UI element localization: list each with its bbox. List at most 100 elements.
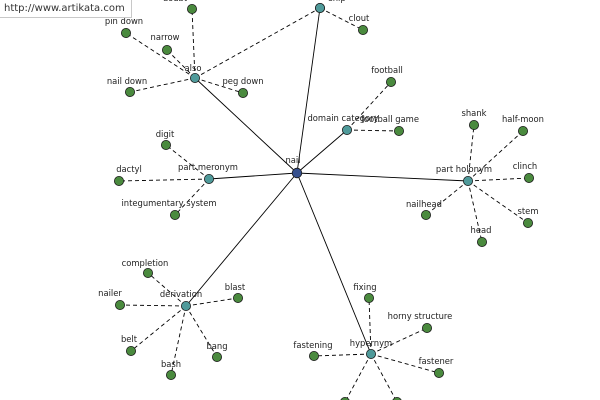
root-node-nail[interactable] xyxy=(291,167,303,179)
edge-also-ship xyxy=(194,7,321,79)
leaf-node-stem[interactable] xyxy=(523,217,534,228)
leaf-node-nail-down[interactable] xyxy=(125,87,136,98)
leaf-node-nailhead[interactable] xyxy=(420,209,431,220)
relation-node-branch-1[interactable] xyxy=(314,3,325,13)
leaf-node-bang[interactable] xyxy=(211,351,222,362)
leaf-node-pin-down[interactable] xyxy=(121,27,132,38)
edge-part-holonym-half-moon xyxy=(467,130,524,182)
leaf-node-fastening[interactable] xyxy=(308,350,319,361)
nodes-layer xyxy=(114,3,535,400)
edge-derivation-blast xyxy=(185,297,239,307)
leaf-label-shank: shank xyxy=(462,108,487,118)
leaf-node-doubt[interactable] xyxy=(186,4,197,14)
edge-nail-branch-1 xyxy=(296,7,321,174)
relation-label-part-meronym: part meronym xyxy=(178,162,238,172)
edge-nail-derivation xyxy=(185,172,298,307)
edge-derivation-nailer xyxy=(119,304,187,307)
leaf-label-doubt: doubt xyxy=(163,0,188,3)
edge-hypernym-leaf-6-4 xyxy=(345,353,372,400)
leaf-node-horny-structure[interactable] xyxy=(421,322,432,333)
relation-label-domain-category: domain category xyxy=(307,113,378,123)
relation-label-also: also xyxy=(185,63,202,73)
leaf-label-nailer: nailer xyxy=(98,288,122,298)
edge-part-holonym-nailhead xyxy=(425,180,469,216)
edge-also-doubt xyxy=(191,8,196,79)
leaf-node-clinch[interactable] xyxy=(524,172,535,183)
leaf-node-leaf-6-5[interactable] xyxy=(392,397,402,400)
leaf-node-leaf-6-4[interactable] xyxy=(340,397,350,400)
leaf-label-belt: belt xyxy=(121,334,138,344)
edge-hypernym-leaf-6-5 xyxy=(370,353,397,400)
leaf-label-nail-down: nail down xyxy=(107,76,147,86)
edge-derivation-completion xyxy=(147,272,187,307)
leaf-node-belt[interactable] xyxy=(126,345,137,356)
leaf-label-peg-down: peg down xyxy=(222,76,263,86)
leaf-node-head[interactable] xyxy=(476,236,487,247)
leaf-label-integumentary-system: integumentary system xyxy=(121,198,216,208)
edge-hypernym-fixing xyxy=(368,297,372,355)
leaf-label-nailhead: nailhead xyxy=(406,199,442,209)
edge-hypernym-fastener xyxy=(370,353,440,374)
site-url-watermark[interactable]: http://www.artikata.com xyxy=(0,0,132,18)
edge-hypernym-fastening xyxy=(313,353,372,357)
leaf-label-narrow: narrow xyxy=(151,32,180,42)
leaf-node-completion[interactable] xyxy=(142,267,153,278)
edge-also-peg-down xyxy=(194,77,244,94)
relation-label-hypernym: hypernym xyxy=(350,338,392,348)
leaf-label-completion: completion xyxy=(122,258,169,268)
edges-layer xyxy=(118,7,530,400)
edge-part-meronym-integumentary-system xyxy=(174,178,210,216)
edge-nail-part-meronym xyxy=(208,172,298,180)
leaf-node-fixing[interactable] xyxy=(363,292,374,303)
edge-nail-domain-category xyxy=(296,129,348,174)
leaf-node-clout[interactable] xyxy=(357,24,368,35)
edge-derivation-bang xyxy=(185,305,218,358)
edge-part-holonym-shank xyxy=(467,124,475,182)
leaf-node-shank[interactable] xyxy=(468,120,479,131)
leaf-node-half-moon[interactable] xyxy=(518,126,529,137)
leaf-node-digit[interactable] xyxy=(160,139,171,150)
edge-domain-category-football xyxy=(346,81,392,131)
leaf-node-dactyl[interactable] xyxy=(114,175,125,186)
leaf-node-football[interactable] xyxy=(385,77,396,88)
relation-node-domain-category[interactable] xyxy=(341,125,352,136)
leaf-node-fastener[interactable] xyxy=(433,367,444,378)
edge-hypernym-horny-structure xyxy=(370,327,428,355)
leaf-node-football-game[interactable] xyxy=(393,126,404,137)
leaf-node-peg-down[interactable] xyxy=(237,88,248,99)
leaf-node-nailer[interactable] xyxy=(115,299,126,310)
leaf-label-bash: bash xyxy=(161,359,181,369)
edge-part-holonym-clinch xyxy=(467,177,530,182)
leaf-label-blast: blast xyxy=(225,282,246,292)
leaf-label-clinch: clinch xyxy=(513,161,537,171)
leaf-label-half-moon: half-moon xyxy=(502,114,544,124)
leaf-node-integumentary-system[interactable] xyxy=(169,209,180,220)
relation-node-also[interactable] xyxy=(189,73,200,84)
leaf-label-dactyl: dactyl xyxy=(116,164,142,174)
edge-part-meronym-dactyl xyxy=(118,178,210,182)
relation-node-part-meronym[interactable] xyxy=(203,173,214,184)
relation-node-hypernym[interactable] xyxy=(365,348,376,359)
edge-derivation-belt xyxy=(130,305,187,352)
leaf-label-bang: bang xyxy=(206,341,227,351)
edge-part-holonym-stem xyxy=(467,180,529,224)
relation-node-part-holonym[interactable] xyxy=(462,175,473,186)
leaf-node-narrow[interactable] xyxy=(161,45,172,56)
leaf-label-head: head xyxy=(471,225,492,235)
leaf-label-ship: ship xyxy=(328,0,345,3)
edge-nail-also xyxy=(194,77,298,174)
edge-relation-1-clout xyxy=(319,7,364,31)
edge-nail-hypernym xyxy=(296,172,372,355)
leaf-label-football-game: football game xyxy=(361,114,419,124)
leaf-label-clout: clout xyxy=(349,13,370,23)
leaf-node-bash[interactable] xyxy=(165,369,176,380)
leaf-node-blast[interactable] xyxy=(232,292,243,303)
relation-node-derivation[interactable] xyxy=(180,300,191,311)
leaf-label-horny-structure: horny structure xyxy=(388,311,453,321)
edge-domain-category-football-game xyxy=(346,129,400,132)
leaf-label-fastening: fastening xyxy=(293,340,332,350)
relation-label-part-holonym: part holonym xyxy=(436,164,492,174)
leaf-label-fastener: fastener xyxy=(419,356,454,366)
